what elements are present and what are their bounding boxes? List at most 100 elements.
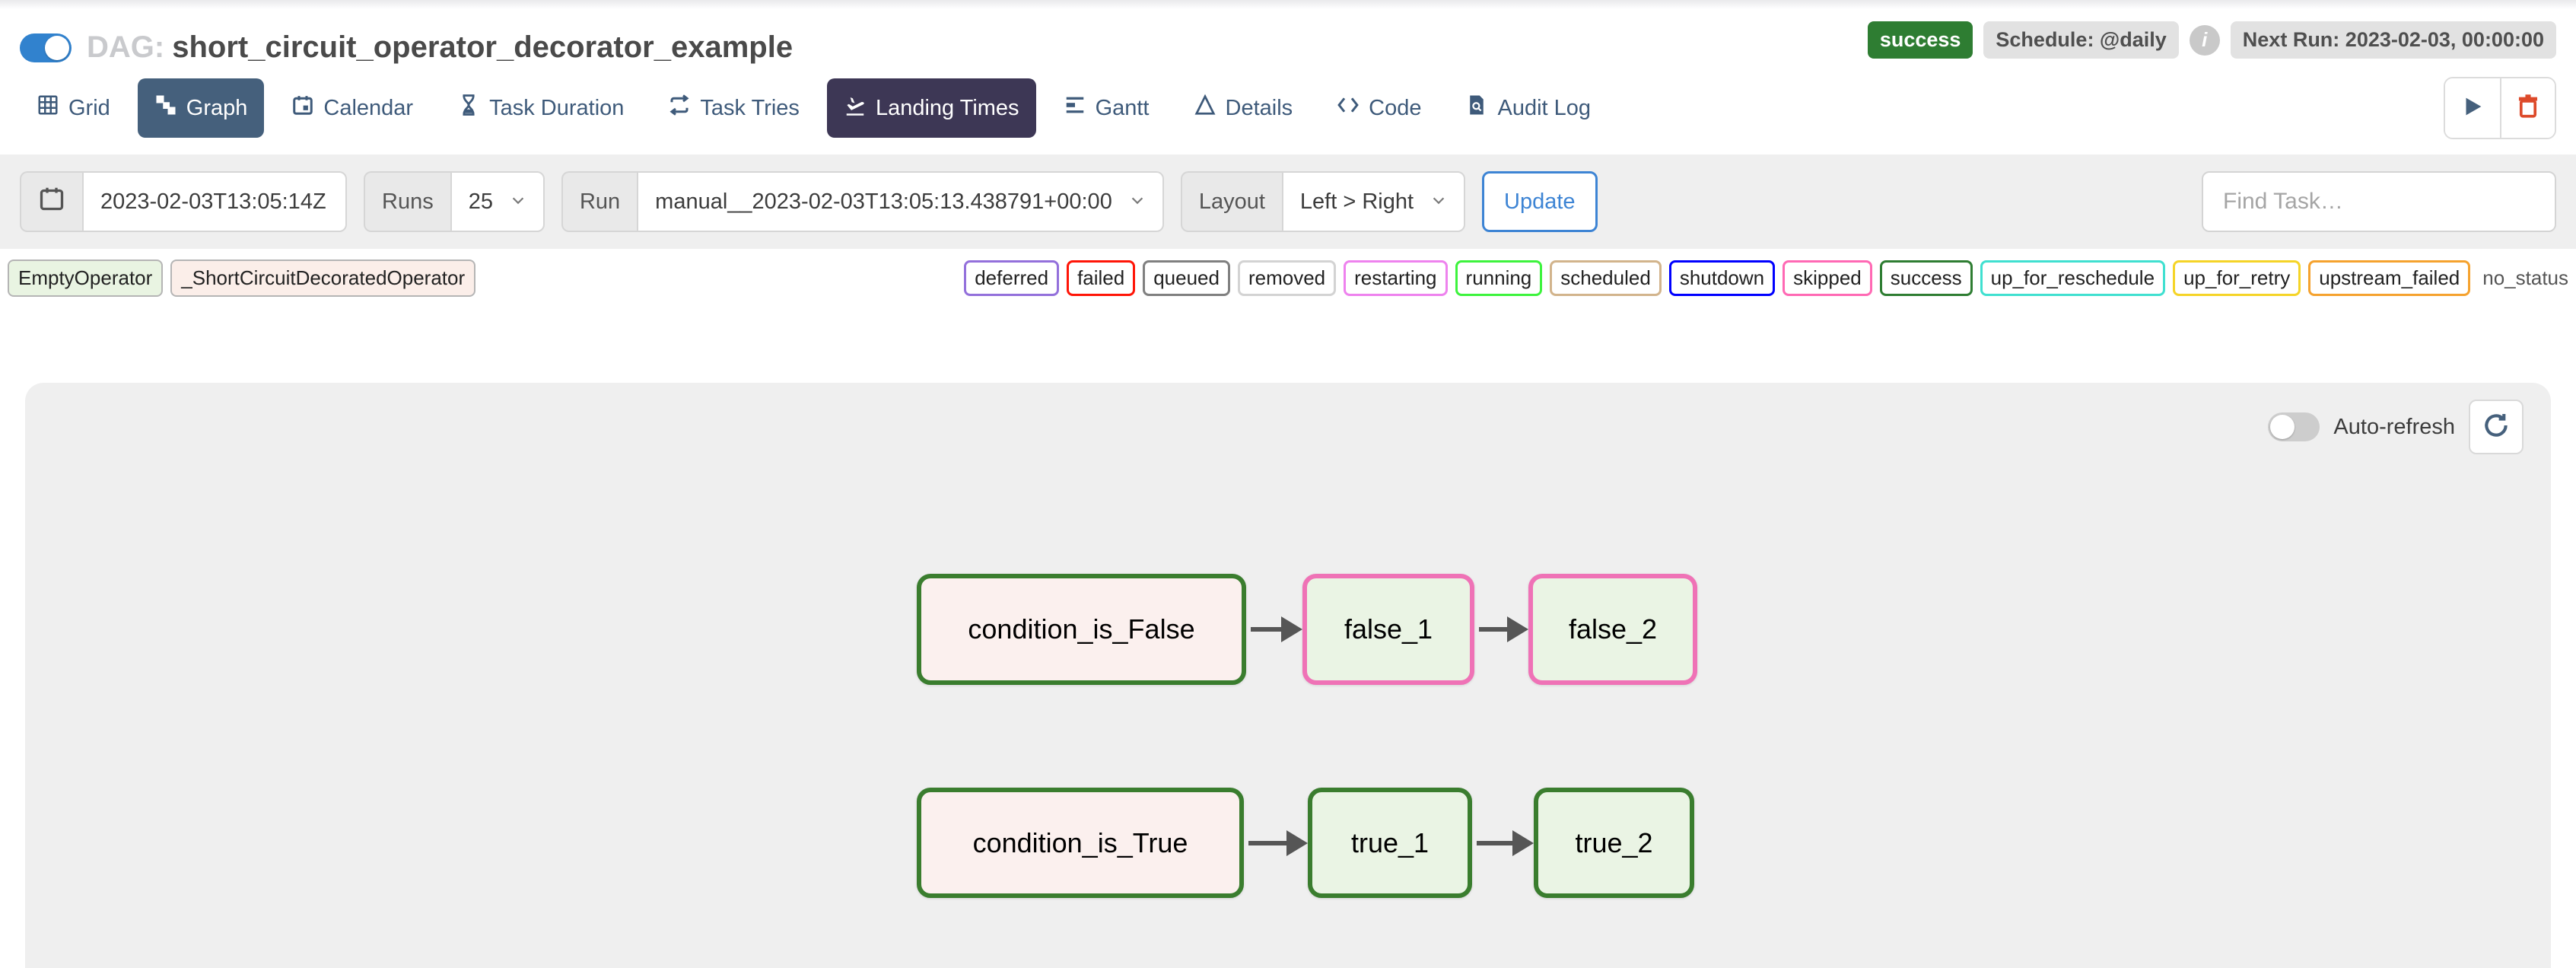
info-icon[interactable]: i [2189,24,2220,56]
tab-code[interactable]: Code [1320,78,1438,138]
tab-label: Code [1369,95,1422,120]
status-pill[interactable]: success [1879,260,1973,296]
tab-bar: Grid Graph Calendar Task Duration Task T… [20,78,1608,138]
document-search-icon [1465,94,1488,123]
status-pill[interactable]: running [1455,260,1543,296]
filter-bar: Runs 25 Run manual__2023-02-03T13:05:13.… [0,154,2576,249]
status-pill[interactable]: up_for_retry [2173,260,2301,296]
status-pill[interactable]: removed [1237,260,1337,296]
run-select[interactable]: manual__2023-02-03T13:05:13.438791+00:00 [637,171,1164,232]
runs-group: Runs 25 [364,171,545,232]
tab-label: Grid [68,95,110,120]
layout-value: Left > Right [1299,189,1414,214]
tab-task-tries[interactable]: Task Tries [651,78,816,138]
toggle-knob [2270,415,2295,439]
operator-badge: _ShortCircuitDecoratedOperator [170,260,476,297]
nav-row: Grid Graph Calendar Task Duration Task T… [0,69,2576,154]
dag-header: DAG:short_circuit_operator_decorator_exa… [0,9,2576,69]
runs-label: Runs [364,171,450,232]
toggle-knob [45,35,69,60]
graph-controls: Auto-refresh [2268,400,2524,454]
dag-name: short_circuit_operator_decorator_example [172,30,793,64]
auto-refresh-toggle[interactable] [2268,412,2320,441]
refresh-button[interactable] [2469,400,2524,454]
runs-select[interactable]: 25 [450,171,545,232]
dag-pause-toggle[interactable] [20,33,72,62]
trash-icon [2515,94,2541,123]
graph-icon [154,94,177,123]
tab-label: Gantt [1095,95,1150,120]
edge-arrow [1477,829,1534,857]
status-pill[interactable]: deferred [964,260,1060,296]
tab-graph[interactable]: Graph [137,78,265,138]
tab-grid[interactable]: Grid [20,78,127,138]
tab-label: Details [1225,95,1293,120]
layout-select[interactable]: Left > Right [1281,171,1466,232]
find-task-input[interactable] [2202,171,2556,232]
tab-label: Task Tries [700,95,800,120]
tab-calendar[interactable]: Calendar [275,78,430,138]
tab-gantt[interactable]: Gantt [1047,78,1166,138]
run-group: Run manual__2023-02-03T13:05:13.438791+0… [561,171,1164,232]
tab-landing-times[interactable]: Landing Times [826,78,1036,138]
runs-value: 25 [468,189,493,214]
dag-status-badge: success [1867,21,1973,59]
edge-arrow [1248,829,1308,857]
status-pill[interactable]: restarting [1344,260,1448,296]
layout-label: Layout [1180,171,1282,232]
tab-details[interactable]: Details [1177,78,1310,138]
edge-arrow [1251,616,1302,643]
status-pill[interactable]: up_for_reschedule [1980,260,2166,296]
chevron-down-icon [510,189,526,215]
run-value: manual__2023-02-03T13:05:13.438791+00:00 [655,189,1112,214]
dag-actions [2444,77,2556,139]
triangle-icon [1194,94,1216,123]
chevron-down-icon [1129,189,1146,215]
legend-row: EmptyOperator _ShortCircuitDecoratedOper… [0,249,2576,306]
task-node-false-1[interactable]: false_1 [1302,574,1474,685]
update-button[interactable]: Update [1482,171,1598,232]
task-node-true-2[interactable]: true_2 [1534,788,1694,898]
base-date-group [20,171,347,232]
refresh-icon [2482,411,2511,444]
dag-prefix-label: DAG: [87,30,165,64]
grid-icon [37,94,59,123]
base-date-field[interactable] [82,171,347,232]
status-pill[interactable]: shutdown [1668,260,1776,296]
layout-group: Layout Left > Right [1180,171,1466,232]
task-node-condition-is-true[interactable]: condition_is_True [917,788,1244,898]
run-label: Run [561,171,638,232]
task-node-condition-is-false[interactable]: condition_is_False [917,574,1246,685]
trigger-dag-button[interactable] [2445,78,2500,138]
status-pill[interactable]: upstream_failed [2308,260,2471,296]
auto-refresh-label: Auto-refresh [2333,414,2455,439]
task-node-true-1[interactable]: true_1 [1308,788,1472,898]
calendar-icon [38,185,65,218]
gantt-bars-icon [1064,94,1086,123]
task-node-false-2[interactable]: false_2 [1528,574,1697,685]
plane-landing-icon [844,94,867,123]
tab-label: Task Duration [489,95,625,120]
tab-label: Graph [186,95,248,120]
page-title: DAG:short_circuit_operator_decorator_exa… [87,30,793,65]
edge-arrow [1479,616,1528,643]
no-status-label: no_status [2482,266,2568,289]
status-pill[interactable]: scheduled [1550,260,1662,296]
tab-label: Audit Log [1497,95,1592,120]
repeat-icon [668,94,691,123]
status-pill[interactable]: queued [1143,260,1230,296]
status-pill[interactable]: skipped [1783,260,1872,296]
play-icon [2460,94,2485,123]
delete-dag-button[interactable] [2500,78,2555,138]
tab-label: Calendar [323,95,414,120]
status-legend: deferred failed queued removed restartin… [964,260,2568,296]
chevron-down-icon [1430,189,1447,215]
tab-audit-log[interactable]: Audit Log [1449,78,1608,138]
status-pill[interactable]: failed [1067,260,1136,296]
dag-graph-canvas[interactable]: Auto-refresh condition_is_False false_1 … [25,383,2551,968]
hourglass-icon [457,94,480,123]
tab-label: Landing Times [875,95,1019,120]
tab-task-duration[interactable]: Task Duration [440,78,641,138]
base-date-input[interactable] [100,189,329,215]
operator-badge: EmptyOperator [8,260,164,297]
